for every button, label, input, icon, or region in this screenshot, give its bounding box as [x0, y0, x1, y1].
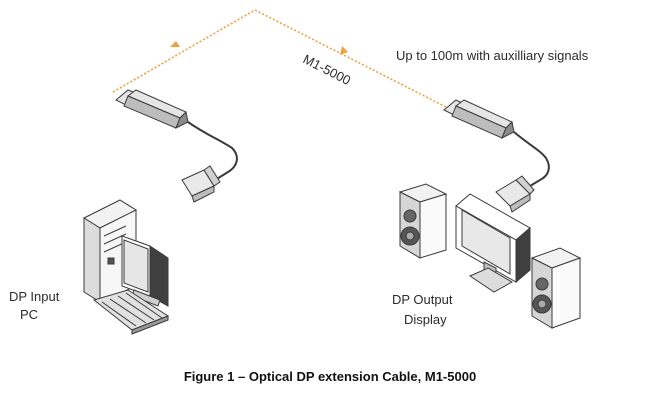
left-dp-connector [181, 165, 221, 203]
pc-keyboard-icon [92, 289, 170, 335]
right-dp-connector [495, 175, 535, 213]
right-speaker-icon [530, 247, 582, 329]
left-transceiver-module [115, 89, 238, 183]
source-label-line1: DP Input [9, 289, 60, 304]
fiber-arrow-icon [170, 41, 180, 47]
sink-label-line2: Display [404, 312, 447, 327]
display-monitor-icon [455, 193, 531, 293]
pc-monitor-icon [121, 235, 169, 307]
sink-label-line1: DP Output [392, 292, 453, 307]
fiber-cable-label: M1-5000 [301, 51, 354, 88]
left-speaker-icon [398, 183, 448, 259]
right-transceiver-module [443, 99, 550, 187]
source-label-line2: PC [20, 307, 38, 322]
optical-fiber [112, 9, 449, 109]
fiber-arrow-icon [340, 46, 348, 55]
figure-caption: Figure 1 – Optical DP extension Cable, M… [184, 369, 476, 384]
distance-note: Up to 100m with auxilliary signals [396, 48, 589, 63]
